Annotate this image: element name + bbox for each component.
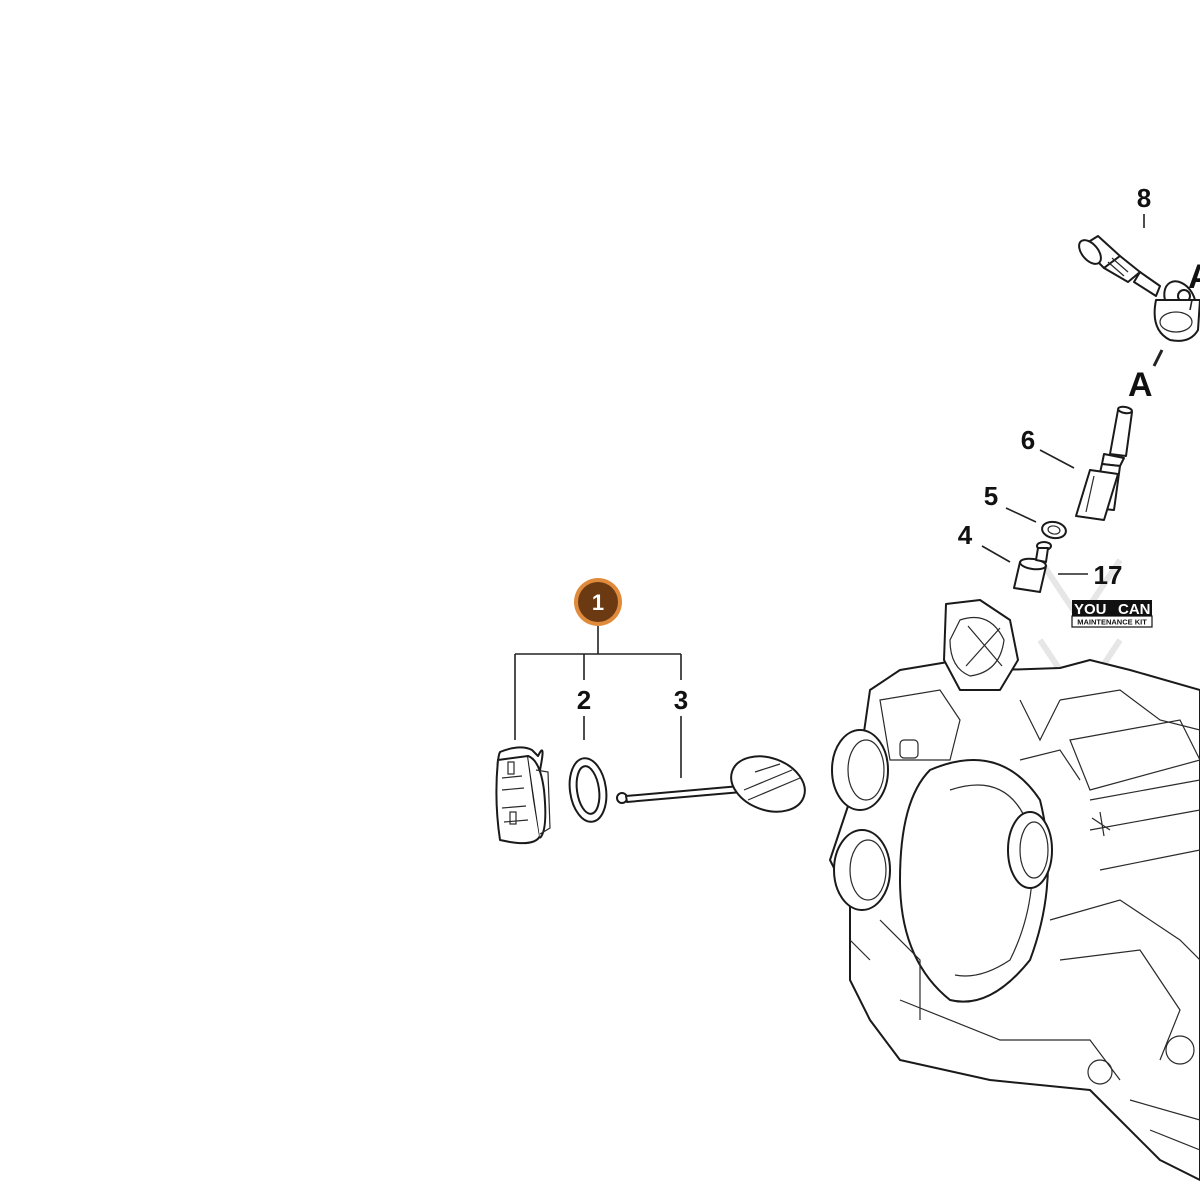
assembly-badge-label: 1 [592,590,604,615]
part-o-ring[interactable] [566,756,611,824]
part-6-tube[interactable] [1075,405,1133,521]
ref-a-upper-leader [1189,299,1193,311]
ref-a-lower: A [1128,366,1153,404]
part-4-plug[interactable] [1013,541,1052,593]
callout-17: 17 [1094,560,1123,590]
part-dipstick[interactable] [616,747,813,822]
callout-4: 4 [958,520,973,550]
svg-text:MAINTENANCE KIT: MAINTENANCE KIT [1077,618,1147,627]
part-8-fitting[interactable] [1075,235,1200,342]
callout-3: 3 [674,685,688,715]
assembly-bracket [514,626,682,778]
part-5-o-ring[interactable] [1041,520,1067,540]
ref-a-upper: A [1188,258,1200,296]
maintenance-kit-logo: YOU CAN MAINTENANCE KIT [1071,600,1153,628]
svg-text:YOU: YOU [1074,601,1107,618]
part-filler-plug[interactable] [495,746,551,845]
engine-crankcase[interactable] [829,599,1200,1181]
callout-8: 8 [1137,183,1151,213]
callout-5: 5 [984,481,998,511]
callout-6: 6 [1021,425,1035,455]
assembly-callout-1[interactable]: 1 [574,578,622,626]
ref-a-lower-leader [1152,349,1164,367]
assembly-badge [578,582,618,622]
callout-2: 2 [577,685,591,715]
svg-text:CAN: CAN [1118,601,1151,618]
